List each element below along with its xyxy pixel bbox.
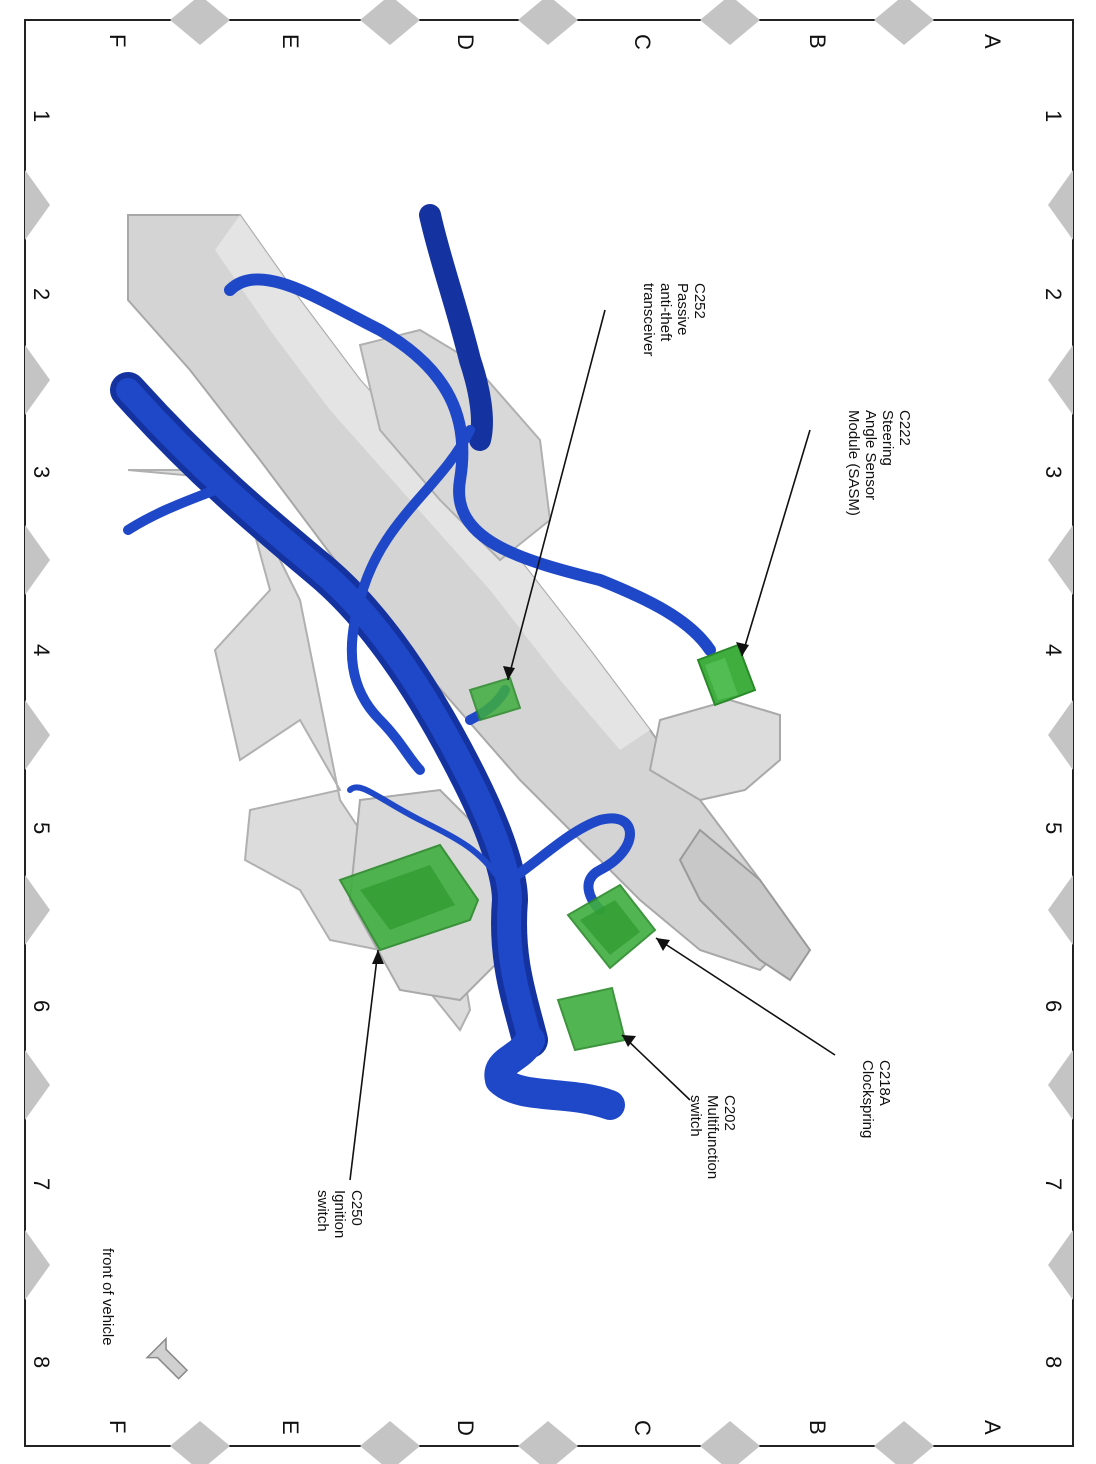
grid-letter: D (453, 1420, 478, 1436)
grid-letter: F (105, 1420, 130, 1433)
grid-numbers-right: 1 2 3 4 5 6 7 8 (1041, 110, 1066, 1368)
grid-letter: A (980, 34, 1005, 49)
grid-number: 1 (29, 110, 54, 122)
harness-tail (484, 1025, 625, 1120)
harness-branch-c222 (224, 273, 716, 656)
connector-c252[interactable] (468, 676, 522, 722)
front-arrow-icon (145, 1336, 189, 1380)
callout-c250: C250 Ignition switch (314, 1190, 365, 1238)
grid-number: 5 (29, 822, 54, 834)
connector-c250[interactable] (338, 843, 480, 952)
callout-c252-line2: Passive (674, 283, 691, 336)
callout-c252-line3: anti-theft (657, 283, 674, 342)
grid-letter: E (278, 34, 303, 49)
grid-letter: A (980, 1420, 1005, 1435)
column-flange (648, 698, 781, 802)
callout-c202-line3: switch (687, 1095, 704, 1137)
harness-lower-left (123, 485, 220, 535)
callout-c252-line4: transceiver (640, 283, 657, 356)
grid-number: 7 (29, 1178, 54, 1190)
grid-number: 8 (29, 1356, 54, 1368)
harness-branch-c252 (346, 425, 475, 775)
callout-c202-line2: Multifunction (704, 1095, 721, 1179)
grid-number: 6 (1041, 1000, 1066, 1012)
callout-c222-line3: Angle Sensor (862, 410, 879, 500)
callout-c218a-line1: C218A (876, 1060, 893, 1106)
grid-number: 3 (1041, 466, 1066, 478)
wiring-harness (110, 204, 716, 1120)
grid-number: 2 (29, 288, 54, 300)
connectors (338, 643, 757, 1052)
grid-letter: C (630, 34, 655, 50)
callout-c222-line1: C222 (896, 410, 913, 446)
grid-letters-top: A B C D E F (105, 34, 1005, 50)
steering-shaft (678, 828, 812, 982)
zone-markers-vertical (25, 170, 1073, 1300)
callout-c202-line1: C202 (721, 1095, 738, 1131)
callout-c202: C202 Multifunction switch (687, 1095, 738, 1179)
grid-letter: F (105, 34, 130, 47)
grid-number: 7 (1041, 1178, 1066, 1190)
callout-c250-line3: switch (314, 1190, 331, 1232)
callout-c218a: C218A Clockspring (859, 1060, 893, 1138)
front-of-vehicle-label: front of vehicle (99, 1248, 116, 1346)
callout-c250-line2: Ignition (331, 1190, 348, 1238)
harness-branch-c250 (347, 784, 503, 883)
harness-branch-c218a (505, 813, 635, 915)
grid-number: 1 (1041, 110, 1066, 122)
callout-c252: C252 Passive anti-theft transceiver (640, 283, 708, 356)
grid-numbers-left: 1 2 3 4 5 6 7 8 (29, 110, 54, 1368)
front-of-vehicle-indicator: front of vehicle (99, 1248, 189, 1380)
grid-letter: B (805, 34, 830, 49)
harness-top-cable (419, 204, 493, 451)
callout-c222: C222 Steering Angle Sensor Module (SASM) (845, 410, 913, 516)
grid-number: 2 (1041, 288, 1066, 300)
callout-c252-line1: C252 (691, 283, 708, 319)
leader-lines (349, 309, 836, 1181)
grid-letter: B (805, 1420, 830, 1435)
callout-c250-line1: C250 (348, 1190, 365, 1226)
grid-letter: C (630, 1420, 655, 1436)
grid-letter: E (278, 1420, 303, 1435)
connector-c222[interactable] (696, 643, 757, 707)
grid-letters-bottom: A B C D E F (105, 1420, 1005, 1436)
leader-arrowheads (372, 642, 749, 1047)
zone-markers-horizontal (170, 0, 934, 1464)
callout-c218a-line2: Clockspring (859, 1060, 876, 1138)
callout-c222-line2: Steering (879, 410, 896, 466)
grid-letter: D (453, 34, 478, 50)
grid-number: 8 (1041, 1356, 1066, 1368)
grid-number: 4 (1041, 644, 1066, 656)
grid-number: 4 (29, 644, 54, 656)
grid-number: 5 (1041, 822, 1066, 834)
callout-c222-line4: Module (SASM) (845, 410, 862, 516)
harness-main-trunk-highlight (116, 378, 542, 1052)
grid-number: 3 (29, 466, 54, 478)
grid-number: 6 (29, 1000, 54, 1012)
connector-c218a[interactable] (566, 883, 657, 970)
